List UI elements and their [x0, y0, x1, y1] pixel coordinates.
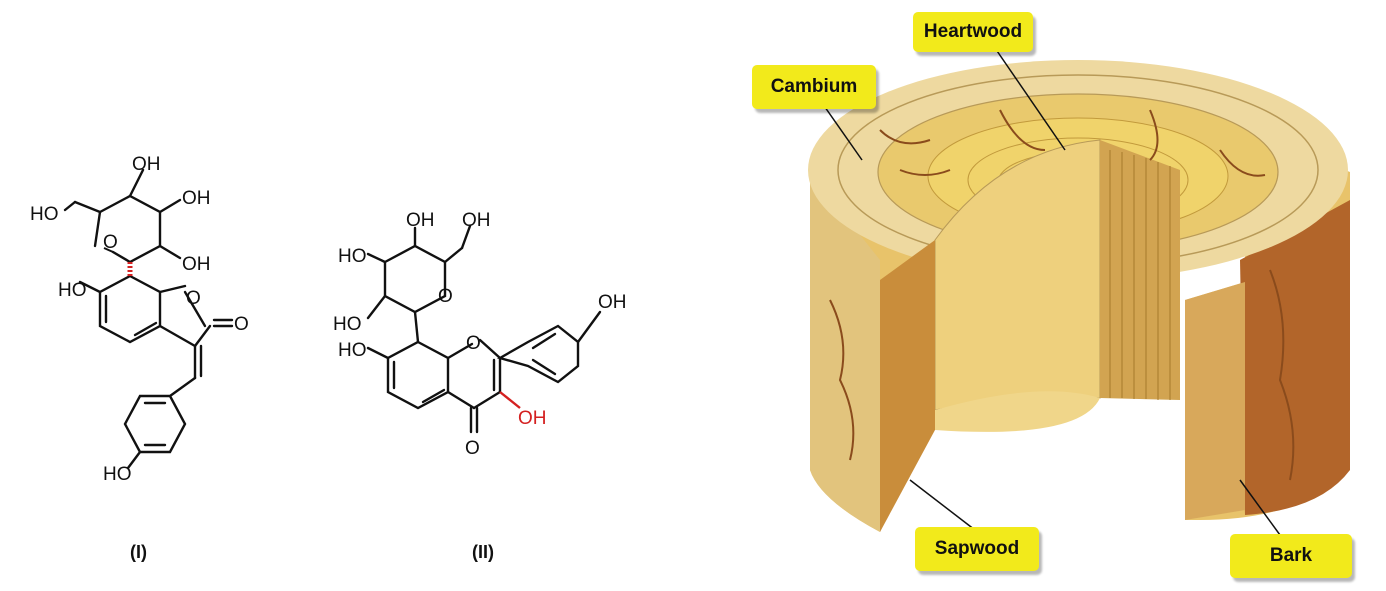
atom-oh: OH: [182, 254, 211, 275]
atom-o: O: [465, 438, 480, 459]
leader-sapwood: [909, 479, 976, 531]
sapwood-cut-face: [880, 240, 935, 532]
atom-oh: OH: [598, 292, 627, 313]
atom-oh: OH: [406, 210, 435, 231]
atom-ho: HO: [338, 340, 367, 361]
atom-oh: OH: [132, 154, 161, 175]
label-heartwood: Heartwood: [913, 12, 1033, 52]
caption: (II): [472, 542, 494, 562]
leader-heartwood: [994, 47, 1066, 151]
atom-ho: HO: [333, 314, 362, 335]
sugar-ring-bonds: [98, 194, 162, 264]
caption: (I): [130, 542, 147, 562]
atom-ho: HO: [338, 246, 367, 267]
atom-o: O: [438, 286, 453, 307]
bond-oh-top: [128, 168, 145, 198]
label-cambium: Cambium: [752, 65, 876, 109]
atom-oh: OH: [462, 210, 491, 231]
bark-surface: [1240, 200, 1350, 515]
label-sapwood: Sapwood: [915, 527, 1039, 571]
atom-oh-highlight: OH: [518, 408, 547, 429]
atom-ho: HO: [30, 204, 59, 225]
atom-o: O: [186, 288, 201, 309]
atom-o: O: [103, 232, 118, 253]
atom-ho: HO: [58, 280, 87, 301]
leader-bark: [1239, 479, 1281, 536]
outer-wood-surface: [810, 172, 880, 532]
leader-cambium: [819, 99, 863, 161]
inner-radial-face: [1100, 140, 1180, 400]
atom-ho: HO: [103, 464, 132, 485]
atom-o: O: [466, 333, 481, 354]
label-bark: Bark: [1230, 534, 1352, 578]
atom-o: O: [234, 314, 249, 335]
atom-oh: OH: [182, 188, 211, 209]
